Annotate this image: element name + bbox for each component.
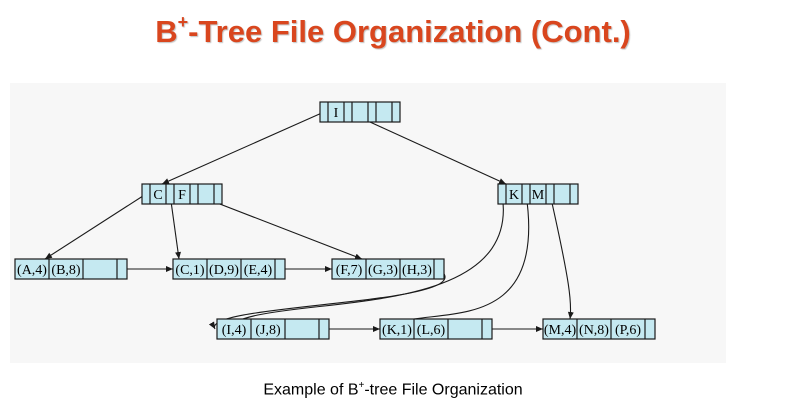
caption-rest: -tree File Organization [364,381,523,399]
leaf-node-3-box [331,258,445,280]
leaf-node-2-record: (D,9) [209,263,239,278]
leaf-node-6-box [542,318,656,340]
leaf-node-1-record: (B,8) [51,263,81,278]
leaf-node-3-record: (F,7) [336,263,363,278]
root-node: I [319,101,401,123]
edge-cf-to-leaf2 [169,193,182,260]
edge-km-to-leaf4 [223,193,504,332]
leaf-node-1-record: (A,4) [17,263,47,278]
internal-node-cf-box [141,183,223,205]
edge-root-to-km [347,111,507,185]
leaf-node-5: (K,1) (L,6) [379,318,493,340]
caption-superscript: + [358,380,365,391]
internal-node-km-key: M [532,188,545,203]
internal-node-km-key: K [509,188,519,203]
root-node-key: I [334,106,339,121]
leaf-node-2-record: (C,1) [175,263,205,278]
leaf-node-5-record: (K,1) [382,323,412,338]
leaf-node-2: (C,1) (D,9) (E,4) [172,258,286,280]
caption-main: Example of B [263,381,359,399]
edge-cf-to-leaf3 [193,193,363,260]
slide-title: B+-Tree File Organization (Cont.) [0,12,786,50]
leaf-node-5-box [379,318,493,340]
leaf-node-2-box [172,258,286,280]
leaf-node-4-record: (J,8) [255,323,281,338]
leaf-node-6-record: (M,4) [544,323,577,338]
title-rest: -Tree File Organization (Cont.) [188,14,631,49]
internal-node-cf-key: C [153,188,162,203]
leaf-node-3-record: (H,3) [402,263,432,278]
leaf-node-4: (I,4) (J,8) [216,318,330,340]
leaf-node-6-record: (N,8) [579,323,609,338]
leaf-node-1-box [14,258,128,280]
leaf-node-1: (A,4) (B,8) [14,258,128,280]
edge-root-to-cf [161,111,325,185]
leaf-node-6: (M,4)(N,8) (P,6) [542,318,656,340]
leaf-node-4-box [216,318,330,340]
edge-km-to-leaf6 [549,193,574,320]
internal-node-km-box [497,183,579,205]
leaf-node-3-record: (G,3) [368,263,398,278]
root-node-box [319,101,401,123]
leaf-node-2-record: (E,4) [244,263,273,278]
tree-edges [44,111,574,332]
edge-cf-to-leaf1 [44,193,147,260]
title-superscript: + [177,12,189,32]
leaf-node-4-record: (I,4) [222,323,247,338]
internal-node-cf-key: F [178,188,186,203]
leaf-node-5-record: (L,6) [417,323,446,338]
leaf-node-3: (F,7) (G,3) (H,3) [331,258,445,280]
leaf-node-6-record: (P,6) [615,323,641,338]
figure-caption: Example of B+-tree File Organization [0,380,786,399]
title-main: B [155,14,178,49]
